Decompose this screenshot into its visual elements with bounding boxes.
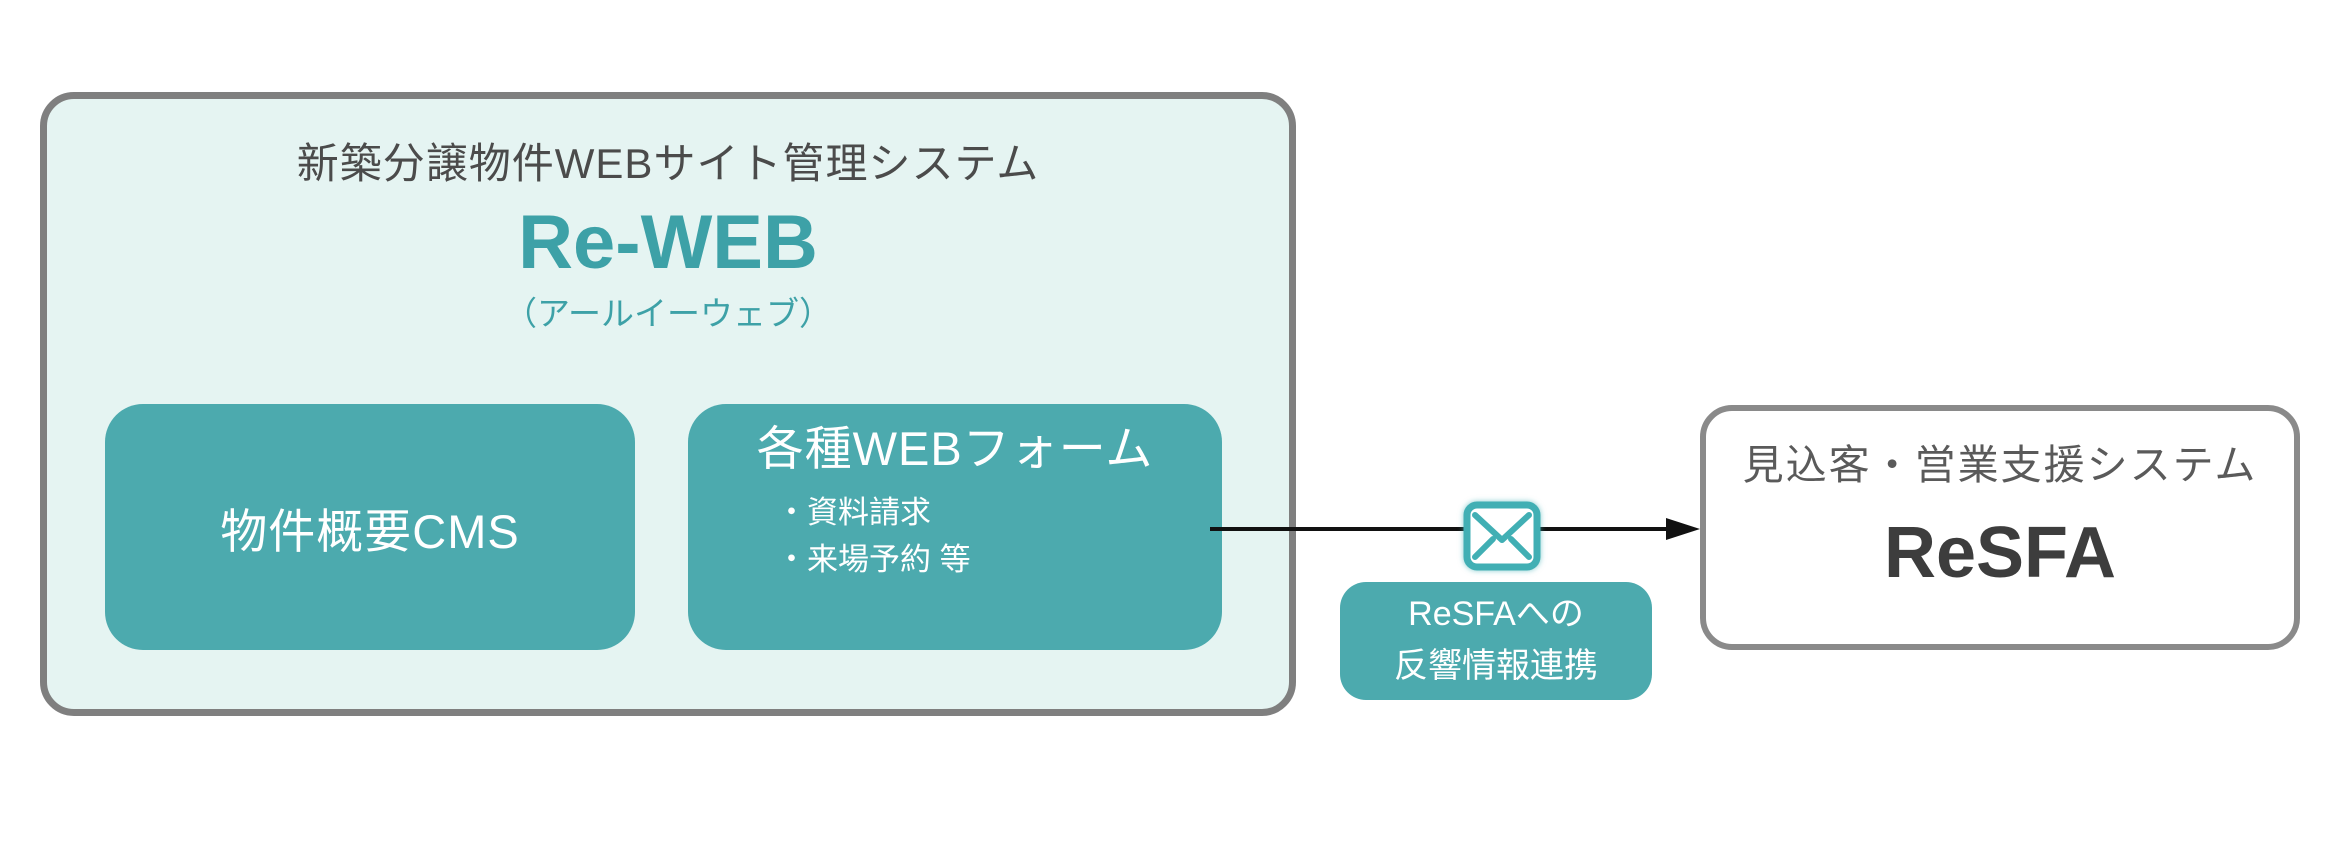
reweb-product-name: Re-WEB <box>518 200 818 285</box>
reweb-system-panel: 新築分譲物件WEBサイト管理システム Re-WEB （アールイーウェブ） 物件概… <box>40 92 1296 716</box>
resfa-feedback-link-label: ReSFAへの 反響情報連携 <box>1340 582 1652 700</box>
resfa-feedback-link-label-line2: 反響情報連携 <box>1394 647 1598 685</box>
web-forms-title: 各種WEBフォーム <box>756 422 1154 475</box>
reweb-reading: （アールイーウェブ） <box>503 295 833 332</box>
resfa-system-label: 見込客・営業支援システム <box>1742 442 2258 488</box>
reweb-system-label: 新築分譲物件WEBサイト管理システム <box>296 140 1040 187</box>
web-forms-item-reservation: ・来場予約 等 <box>776 541 971 577</box>
cms-module-label: 物件概要CMS <box>220 504 520 558</box>
web-forms-module-box: 各種WEBフォーム ・資料請求 ・来場予約 等 <box>688 404 1222 650</box>
envelope-icon <box>1463 501 1541 571</box>
resfa-product-name: ReSFA <box>1883 513 2117 593</box>
resfa-system-panel: 見込客・営業支援システム ReSFA <box>1700 405 2300 650</box>
cms-module-box: 物件概要CMS <box>105 404 635 650</box>
web-forms-item-request: ・資料請求 <box>776 495 931 531</box>
flow-arrow <box>1210 518 1700 540</box>
web-forms-item-list: ・資料請求 ・来場予約 等 <box>776 490 971 583</box>
resfa-feedback-link-label-line1: ReSFAへの <box>1408 595 1584 634</box>
